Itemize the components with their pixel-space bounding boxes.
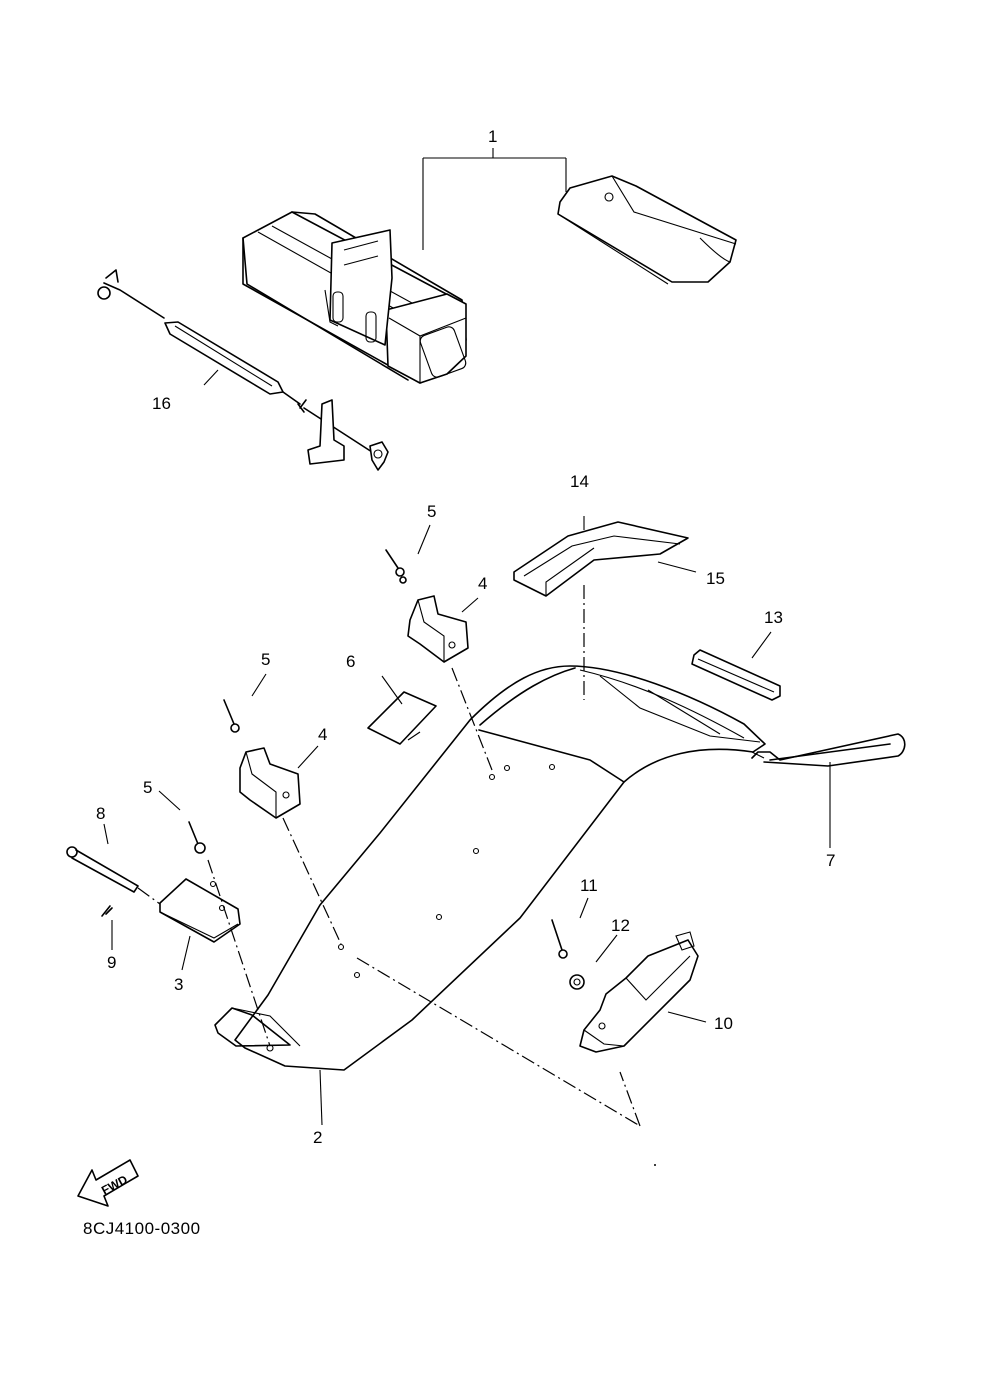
rear-fender[interactable] [214,665,766,1071]
callout-6: 6 [346,652,355,671]
screw-5a[interactable] [385,549,407,584]
callout-5b: 5 [261,650,270,669]
callout-4b: 4 [318,725,327,744]
seat-lock-cable[interactable] [97,269,389,471]
callout-labels: 1 16 14 15 13 5 4 5 6 4 5 8 9 3 2 7 11 1… [96,127,835,1147]
nut-12[interactable] [569,974,585,990]
callout-14: 14 [570,472,589,491]
screw-5b[interactable] [223,699,240,733]
callout-9: 9 [107,953,116,972]
callout-12: 12 [611,916,630,935]
bracket-plate[interactable] [159,878,241,943]
callout-13: 13 [764,608,783,627]
diagram-part-code: 8CJ4100-0300 [83,1219,201,1238]
damper-strip[interactable] [691,649,781,701]
callout-16: 16 [152,394,171,413]
callout-2: 2 [313,1128,322,1147]
callout-5c: 5 [143,778,152,797]
assembly-lines [137,585,765,1127]
callout-10: 10 [714,1014,733,1033]
callout-1: 1 [488,127,497,146]
bolt-8[interactable] [66,846,139,893]
callout-11: 11 [580,876,598,895]
cotter-pin-9[interactable] [101,905,113,917]
caution-label[interactable] [367,691,437,745]
tail-bracket[interactable] [579,931,699,1053]
fwd-arrow-icon: FWD [77,1159,139,1207]
screw-11[interactable] [551,919,568,959]
callout-7: 7 [826,851,835,870]
seat-hook[interactable] [751,733,906,767]
callout-15: 15 [706,569,725,588]
callout-3: 3 [174,975,183,994]
scan-dot [654,1164,656,1166]
callout-4a: 4 [478,574,487,593]
tool-bag-cover[interactable] [557,175,737,285]
stay-upper[interactable] [407,595,469,663]
leader-lines [103,369,831,1126]
tool-bag[interactable] [242,148,567,384]
callout-5a: 5 [427,502,436,521]
seal-tape[interactable] [513,521,689,597]
screw-5c[interactable] [188,821,206,854]
callout-8: 8 [96,804,105,823]
stay-lower[interactable] [239,747,301,819]
